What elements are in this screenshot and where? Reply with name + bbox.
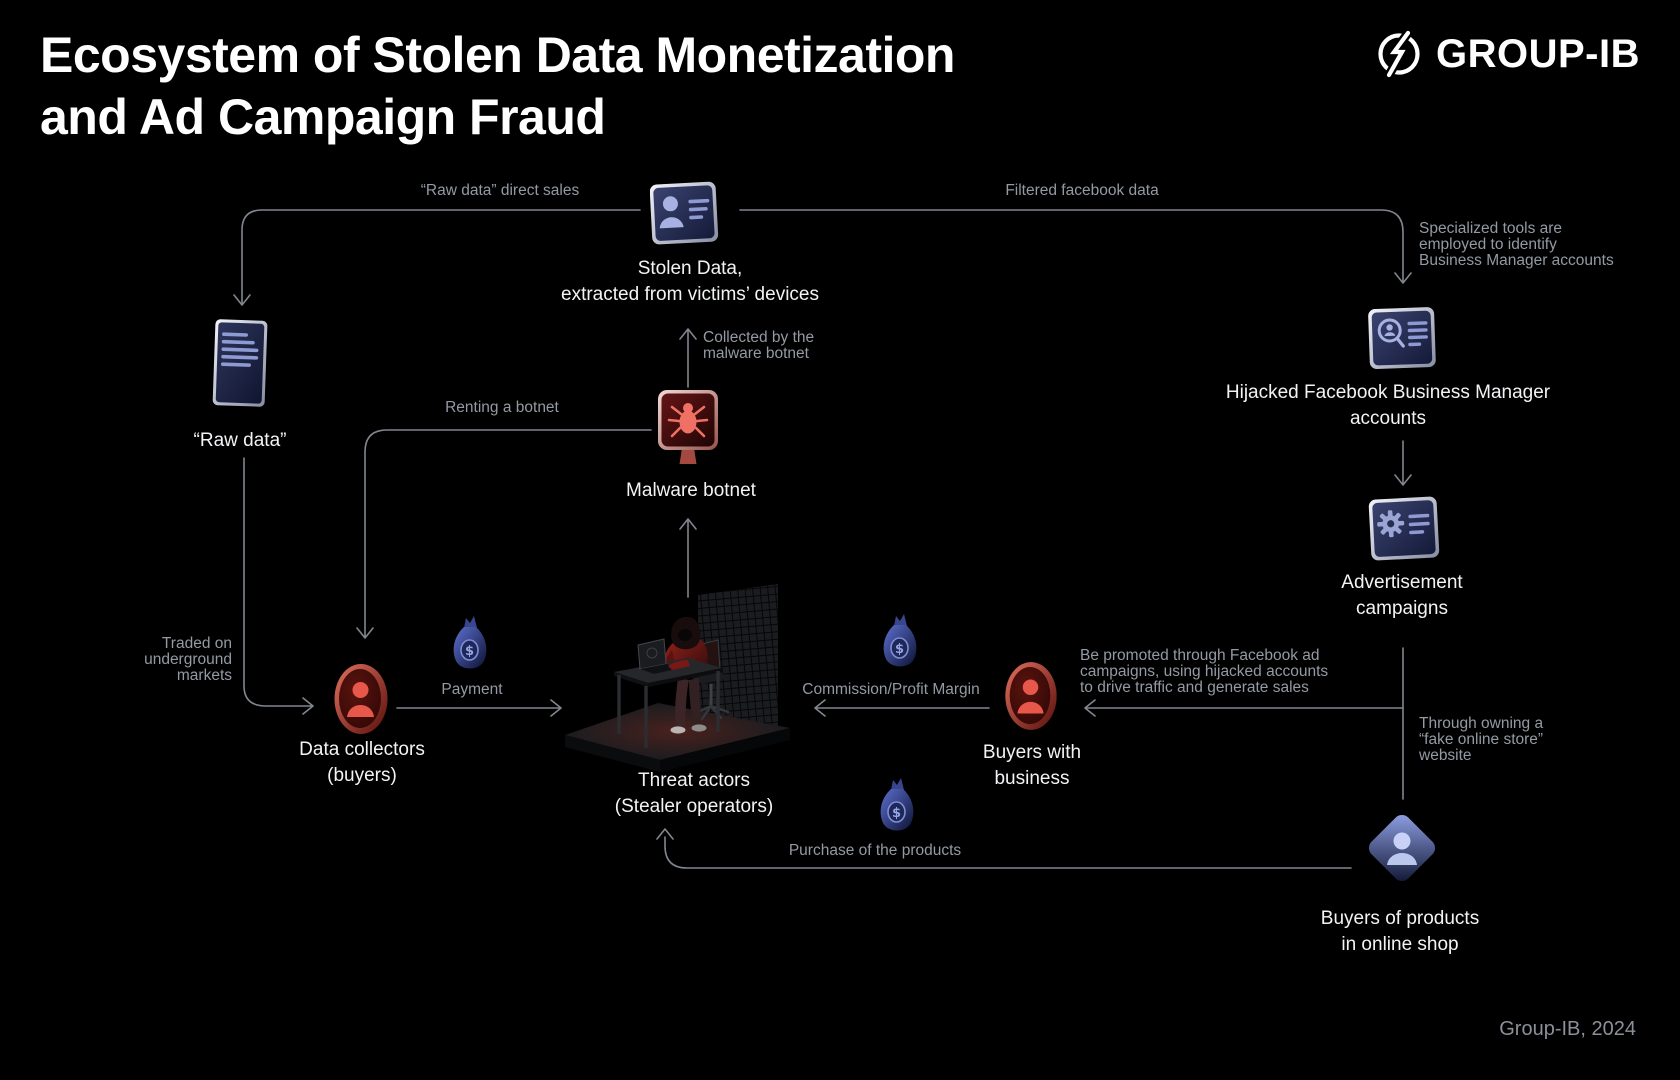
edge-raw-data-direct-sales	[233, 209, 641, 306]
edge-label-payment-text: Payment	[441, 681, 503, 698]
label-adcamp-line1: Advertisement	[1341, 572, 1463, 593]
id-card-icon	[649, 180, 722, 253]
edge-threat-to-botnet	[679, 518, 697, 598]
label-hijacked-line2: accounts	[1349, 408, 1427, 429]
edge-label-renting-text: Renting a botnet	[445, 399, 559, 416]
label-adcamp-line2: campaigns	[1356, 598, 1448, 619]
label-buyers-business-line1: Buyers with	[982, 742, 1082, 763]
edge-payment	[396, 699, 562, 717]
edge-label-fakestore-line2: “fake online store”	[1419, 731, 1544, 748]
svg-text:$: $	[892, 806, 901, 821]
edge-label-fakestore-line3: website	[1419, 747, 1472, 764]
bug-sign-icon	[655, 388, 721, 477]
money-bag-icon: $	[448, 614, 492, 683]
label-raw-data: “Raw data”	[194, 428, 287, 454]
money-bag-icon: $	[875, 776, 919, 845]
edge-label-promoted-line1: Be promoted through Facebook ad	[1080, 647, 1320, 664]
edge-collected-by-botnet	[679, 328, 697, 388]
edge-label-payment: Payment	[412, 682, 532, 698]
edge-label-promoted-line2: campaigns, using hijacked accounts	[1080, 663, 1329, 680]
edge-filtered-facebook-data	[739, 209, 1412, 284]
edge-label-fakestore-line1: Through owning a	[1419, 715, 1544, 732]
edge-label-collected-by: Collected by the malware botnet	[703, 330, 814, 362]
label-product-buyers-line2: in online shop	[1341, 934, 1459, 955]
edge-label-specialized-line2: employed to identify	[1419, 236, 1557, 253]
edge-label-traded-line1: Traded on	[161, 635, 232, 652]
edge-label-traded-underground: Traded on underground markets	[82, 636, 232, 684]
edge-label-raw-direct-sales: “Raw data” direct sales	[360, 183, 640, 199]
edge-commission	[814, 699, 990, 717]
hacker-at-desk-illustration	[552, 538, 792, 783]
edge-label-raw-direct-sales-text: “Raw data” direct sales	[420, 182, 580, 199]
edge-label-traded-line3: markets	[176, 667, 232, 684]
edge-purchase-of-products	[656, 828, 1352, 869]
label-raw-data-text: “Raw data”	[193, 430, 287, 451]
edge-label-filtered-fb-data: Filtered facebook data	[942, 183, 1222, 199]
label-product-buyers-line1: Buyers of products	[1320, 908, 1480, 929]
person-disc-icon	[1000, 658, 1062, 739]
label-data-collectors-line2: (buyers)	[327, 765, 397, 786]
label-threat-actors: Threat actors (Stealer operators)	[615, 768, 773, 820]
svg-text:$: $	[465, 644, 474, 659]
credit-footer: Group-IB, 2024	[1499, 1018, 1636, 1040]
edge-hijacked-to-adcampaigns	[1394, 440, 1412, 486]
edge-label-fake-store: Through owning a “fake online store” web…	[1419, 716, 1543, 764]
edge-label-be-promoted: Be promoted through Facebook ad campaign…	[1080, 648, 1328, 696]
edge-label-filtered-fb-text: Filtered facebook data	[1005, 182, 1159, 199]
label-malware-botnet-text: Malware botnet	[626, 480, 756, 501]
label-ad-campaigns: Advertisement campaigns	[1341, 570, 1462, 622]
label-data-collectors-line1: Data collectors	[299, 739, 425, 760]
person-disc-icon	[329, 660, 393, 743]
label-stolen-data-line2: extracted from victims’ devices	[561, 284, 819, 305]
edge-label-collected-line1: Collected by the	[703, 329, 815, 346]
label-product-buyers: Buyers of products in online shop	[1321, 906, 1479, 958]
label-malware-botnet: Malware botnet	[626, 478, 756, 504]
edge-label-commission: Commission/Profit Margin	[770, 682, 1012, 698]
label-threat-actors-line2: (Stealer operators)	[614, 796, 774, 817]
edge-label-commission-text: Commission/Profit Margin	[802, 681, 980, 698]
group-ib-circle-bolt-icon	[1378, 30, 1420, 78]
edge-label-collected-line2: malware botnet	[703, 345, 809, 362]
label-threat-actors-line1: Threat actors	[638, 770, 750, 791]
label-hijacked-fb-accounts: Hijacked Facebook Business Manager accou…	[1226, 380, 1550, 432]
edge-label-renting-botnet: Renting a botnet	[392, 400, 612, 416]
page-title-line1: Ecosystem of Stolen Data Monetization	[40, 27, 955, 83]
label-stolen-data: Stolen Data, extracted from victims’ dev…	[561, 256, 819, 308]
label-buyers-with-business: Buyers with business	[983, 740, 1081, 792]
card-search-person-icon	[1368, 305, 1440, 378]
edge-label-traded-line2: underground	[144, 651, 232, 668]
document-icon	[211, 318, 269, 415]
label-buyers-business-line2: business	[994, 768, 1070, 789]
label-hijacked-line1: Hijacked Facebook Business Manager	[1225, 382, 1551, 403]
page-title: Ecosystem of Stolen Data Monetization an…	[40, 24, 955, 148]
svg-text:$: $	[895, 642, 904, 657]
edge-label-specialized-line3: Business Manager accounts	[1419, 252, 1614, 269]
edge-label-specialized-line1: Specialized tools are	[1419, 220, 1563, 237]
logo-wordmark: GROUP-IB	[1436, 31, 1640, 76]
edge-renting-a-botnet	[356, 429, 652, 639]
edge-label-specialized-tools: Specialized tools are employed to identi…	[1419, 221, 1614, 269]
edge-traded-underground	[243, 457, 314, 715]
card-gear-icon	[1368, 494, 1442, 569]
diamond-person-icon	[1354, 800, 1450, 901]
group-ib-logo: GROUP-IB	[1375, 30, 1640, 78]
page-title-line2: and Ad Campaign Fraud	[40, 89, 606, 145]
money-bag-icon: $	[878, 612, 922, 681]
label-stolen-data-line1: Stolen Data,	[637, 258, 743, 279]
edge-label-promoted-line3: to drive traffic and generate sales	[1080, 679, 1309, 696]
edge-label-purchase: Purchase of the products	[755, 843, 995, 859]
edge-be-promoted	[1084, 699, 1404, 717]
label-data-collectors: Data collectors (buyers)	[299, 737, 425, 789]
edge-label-purchase-text: Purchase of the products	[788, 842, 962, 859]
